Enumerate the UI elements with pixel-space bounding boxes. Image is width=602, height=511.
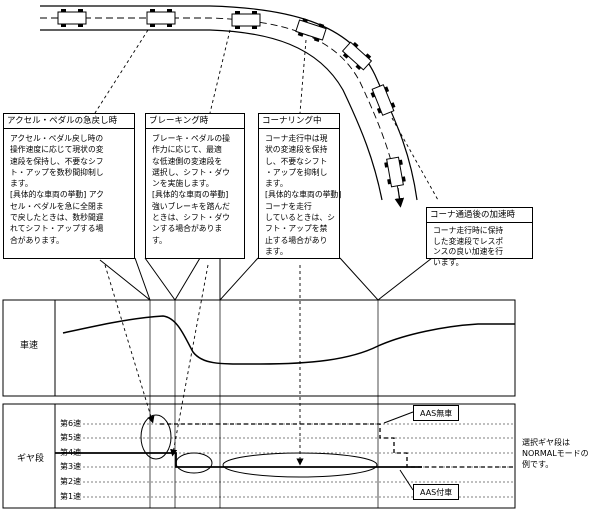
highlight-ellipse [175, 452, 213, 474]
phase-box-cornering: コーナリング中 コーナ走行中は現 状の変速段を保持 し、不要なシフト ・アップを… [258, 113, 342, 259]
gear-line-aas-off [160, 423, 515, 468]
gear-line-aas-on [55, 452, 422, 468]
phase-title: ブレーキング時 [146, 114, 244, 129]
phase-title: コーナリング中 [259, 114, 339, 129]
aas-on-callout: AAS付車 [413, 484, 460, 500]
normal-mode-note: 選択ギヤ段は NORMALモードの 例です。 [522, 438, 589, 469]
phase-description: ブレーキ・ペダルの操 作力に応じて、最適 な低速側の変速段を 選択し、シフト・ダ… [152, 134, 230, 245]
pointer-lines [94, 29, 439, 201]
car-icon [295, 18, 327, 42]
direction-arrow [394, 187, 405, 208]
gear-tick-6: 第6速 [60, 419, 82, 428]
phase-description: アクセル・ペダル戻し時の 操作速度に応じて現状の変 速段を保持し、不要なシフ ト… [10, 134, 104, 245]
car-icon [57, 9, 87, 27]
phase-title: アクセル・ペダルの急戻し時 [4, 114, 134, 129]
road-outer-edge [40, 5, 418, 201]
phase-dividers [149, 300, 379, 508]
phase-title: コーナ通過後の加速時 [427, 208, 532, 223]
road-inner-edge [40, 29, 383, 201]
speed-curve [62, 315, 515, 365]
car-icon [384, 156, 406, 188]
gear-tick-2: 第2速 [60, 477, 82, 486]
phase-description: コーナ走行中は現 状の変速段を保持 し、不要なシフト ・アップを抑制し ます。 … [265, 134, 342, 256]
callout-tails [99, 257, 433, 302]
phase-box-post-corner-accel: コーナ通過後の加速時 コーナ走行時に保持 した変速段でレスポ ンスの良い加速を行… [426, 207, 533, 267]
event-arrows [104, 264, 304, 466]
gear-axis-label: ギヤ段 [17, 454, 45, 464]
car-icon [370, 84, 396, 116]
phase-description: コーナ走行時に保持 した変速段でレスポ ンスの良い加速を行 います。 [433, 226, 504, 267]
gear-tick-5: 第5速 [60, 433, 82, 442]
aas-off-callout: AAS無車 [413, 405, 460, 421]
car-icon [341, 41, 373, 71]
speed-axis-label: 車速 [20, 341, 39, 351]
phase-box-braking: ブレーキング時 ブレーキ・ペダルの操 作力に応じて、最適 な低速側の変速段を 選… [145, 113, 245, 259]
speed-panel [2, 299, 516, 397]
gear-tick-4: 第4速 [60, 448, 82, 457]
car-icon [231, 11, 261, 29]
car-icon [146, 9, 176, 27]
gear-tick-1: 第1速 [60, 492, 82, 501]
cars [57, 9, 406, 208]
highlight-ellipse [140, 414, 172, 460]
phase-box-accel-release: アクセル・ペダルの急戻し時 アクセル・ペダル戻し時の 操作速度に応じて現状の変 … [3, 113, 135, 259]
gear-tick-3: 第3速 [60, 462, 82, 471]
